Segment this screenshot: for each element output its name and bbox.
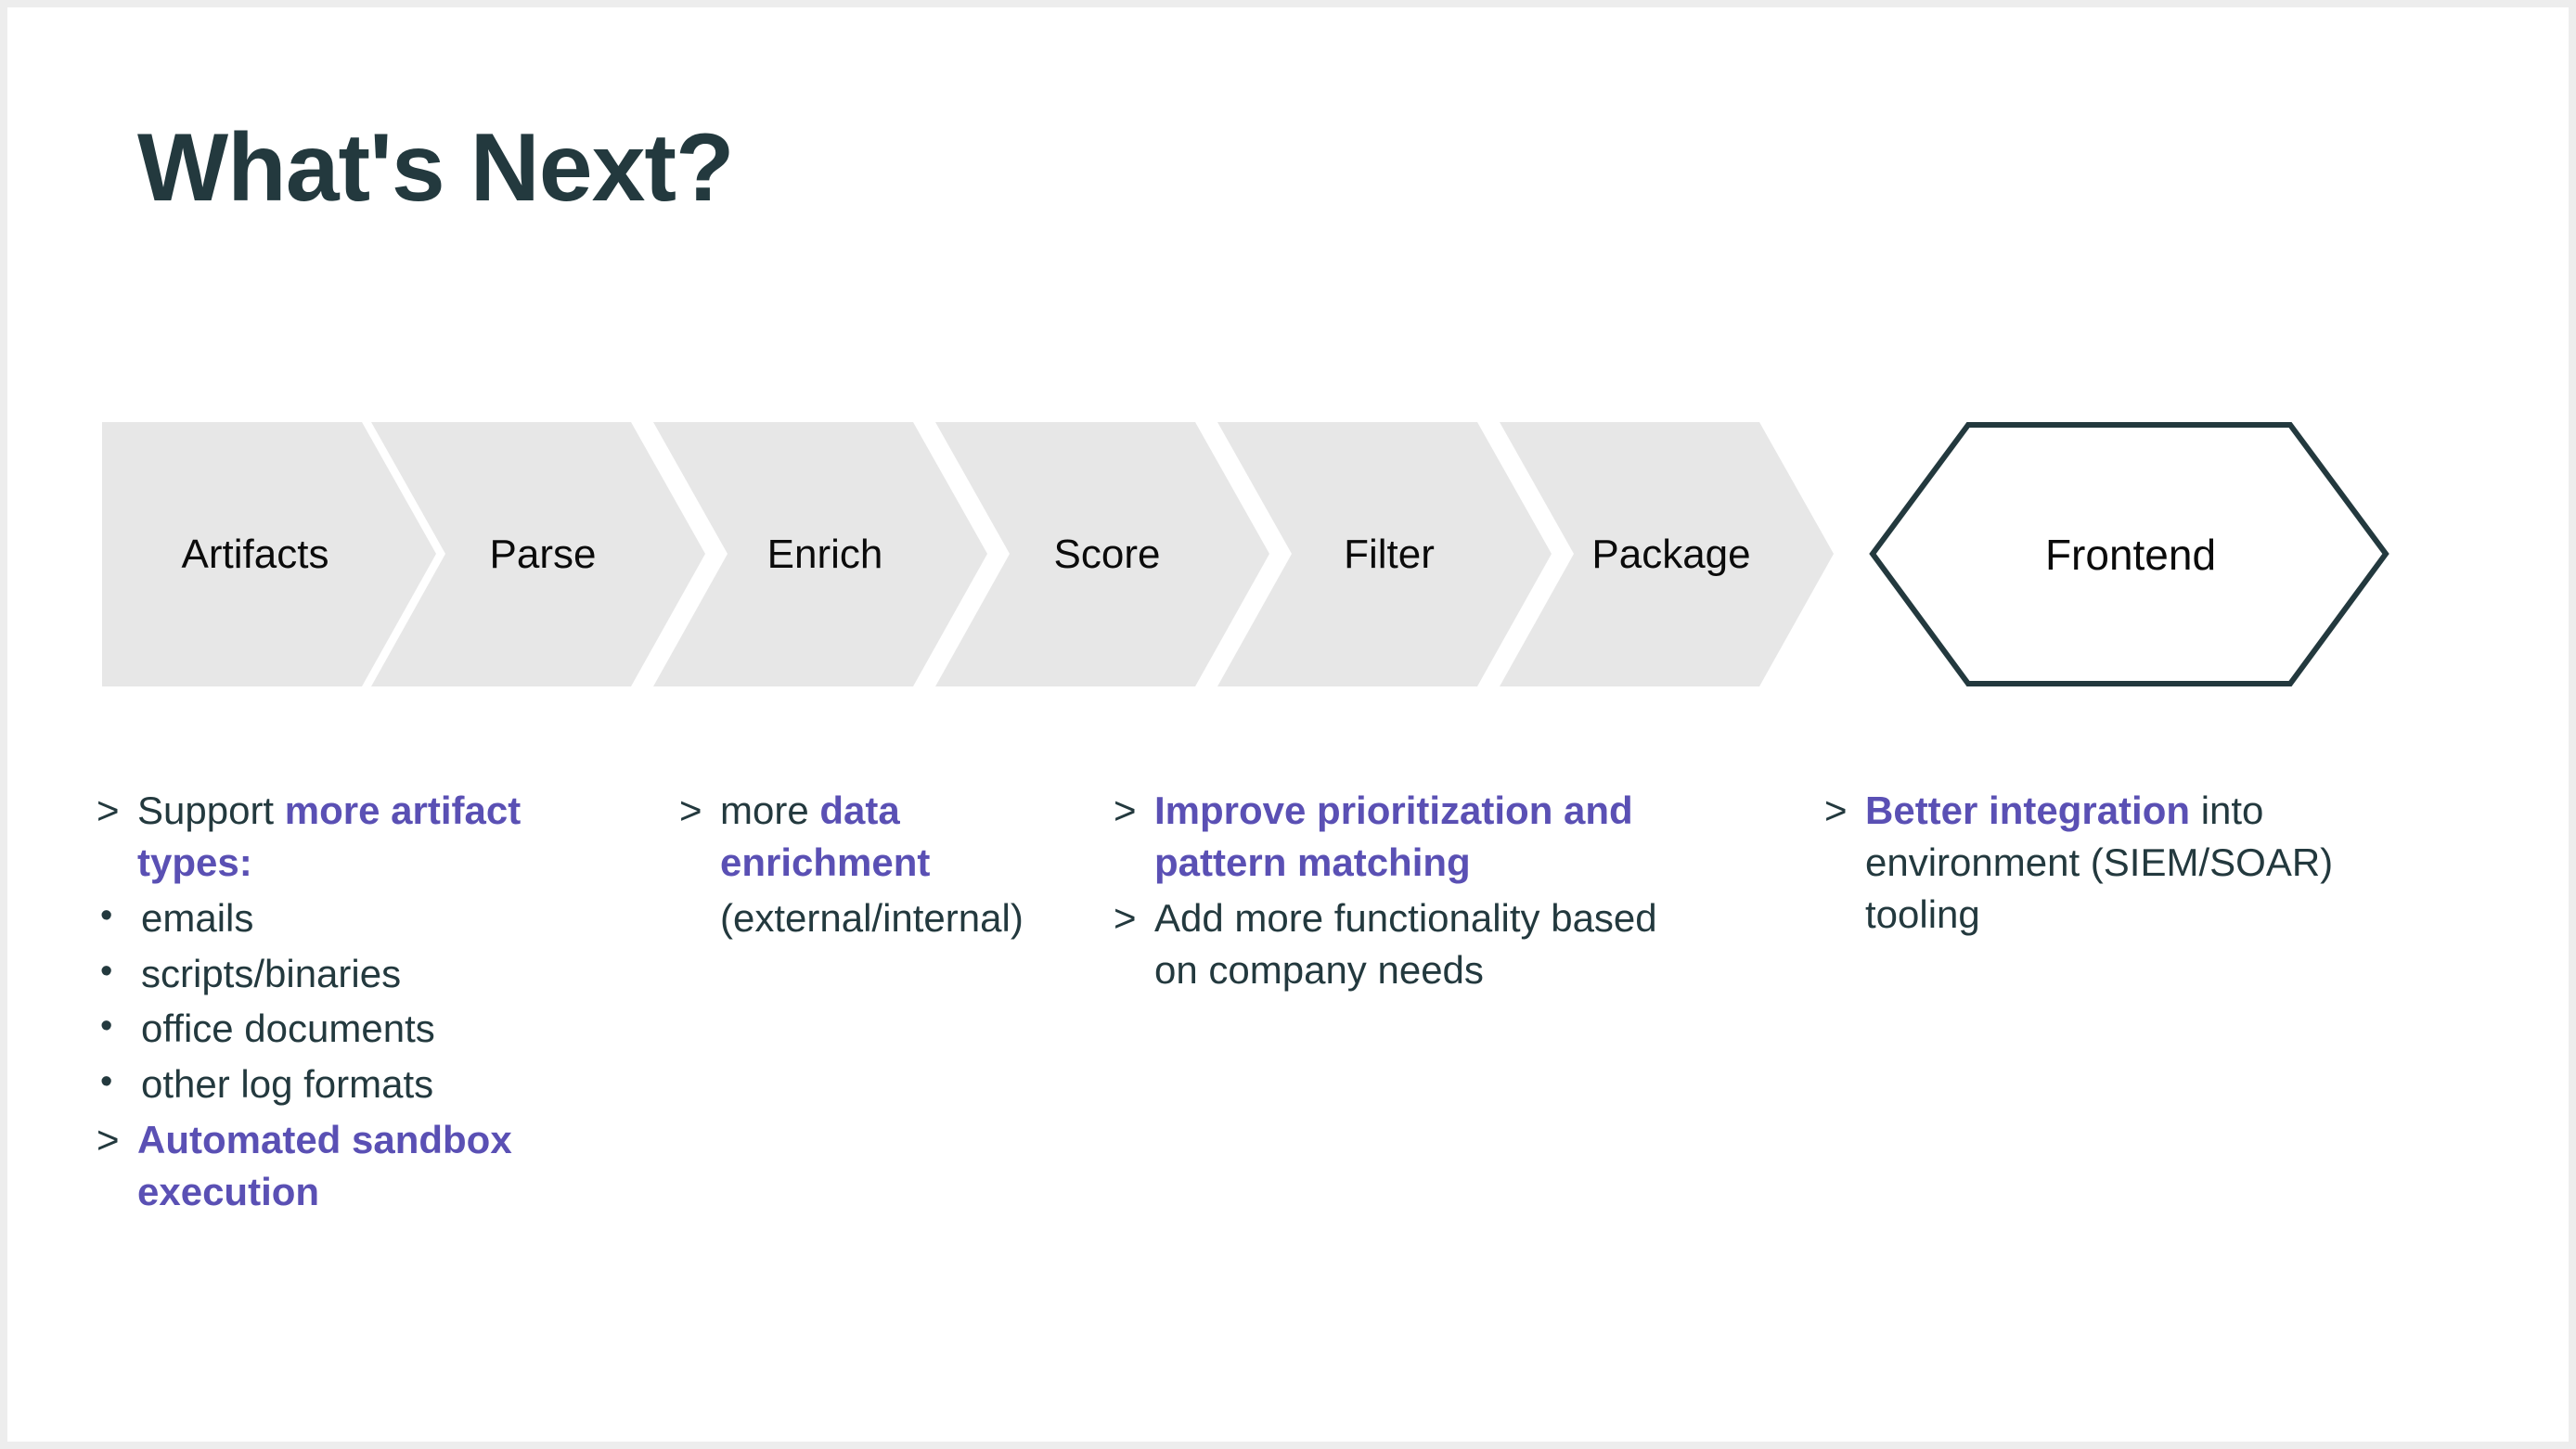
list-item[interactable]: • office documents xyxy=(97,1003,588,1055)
chevron-marker: > xyxy=(1114,789,1137,832)
stage-shape-score[interactable] xyxy=(935,422,1269,686)
list-item-text: more data enrichment xyxy=(720,785,1088,889)
pipeline-diagram: Artifacts Parse Enrich Score Filter Pack… xyxy=(7,422,2569,686)
list-item-text: other log formats xyxy=(141,1062,434,1107)
bullet-dot-icon: • xyxy=(100,895,113,935)
list-item-text: emails xyxy=(141,895,254,940)
chevron-marker: > xyxy=(1114,895,1137,940)
chevron-marker: > xyxy=(97,1118,120,1162)
text-normal: Support xyxy=(137,789,285,832)
chevron-marker: > xyxy=(97,789,120,832)
stage-shape-enrich[interactable] xyxy=(653,422,987,686)
terminal-label-frontend: Frontend xyxy=(2044,530,2217,579)
chevron-marker: > xyxy=(679,789,702,832)
stage-shape-artifacts[interactable] xyxy=(102,422,436,686)
text-highlight: data enrichment xyxy=(720,789,931,884)
list-item[interactable]: > Support more artifact types: xyxy=(97,785,588,889)
text-highlight: more artifact types: xyxy=(137,789,522,884)
list-item-text: Automated sandbox execution xyxy=(137,1118,512,1214)
stage-shape-filter[interactable] xyxy=(1217,422,1552,686)
text-normal: more xyxy=(720,789,820,832)
list-item[interactable]: • scripts/binaries xyxy=(97,948,588,1000)
enrich-column: > more data enrichment (external/interna… xyxy=(679,785,1088,944)
bullet-dot-icon: • xyxy=(100,1062,113,1102)
text-highlight: Better integration xyxy=(1865,789,2191,832)
list-item-continuation: (external/internal) xyxy=(720,895,1024,940)
list-item-text: office documents xyxy=(141,1007,435,1051)
list-item-text: Better integration into environment (SIE… xyxy=(1865,785,2381,941)
list-item[interactable]: > Better integration into environment (S… xyxy=(1824,785,2381,941)
list-item[interactable]: > Improve prioritization and pattern mat… xyxy=(1114,785,1670,889)
list-item[interactable]: • other log formats xyxy=(97,1058,588,1110)
list-item[interactable]: > Automated sandbox execution xyxy=(97,1114,588,1218)
stage-shape-package[interactable] xyxy=(1500,422,1834,686)
bullet-dot-icon: • xyxy=(100,951,113,991)
list-item-text: scripts/binaries xyxy=(141,951,402,995)
list-item[interactable]: > more data enrichment xyxy=(679,785,1088,889)
bullet-dot-icon: • xyxy=(100,1007,113,1046)
chevron-marker: > xyxy=(1824,789,1848,832)
score-filter-column: > Improve prioritization and pattern mat… xyxy=(1114,785,1670,999)
list-item-text: Improve prioritization and pattern match… xyxy=(1154,789,1633,884)
text-normal: into environment (SIEM/SOAR) tooling xyxy=(1865,789,2334,936)
list-item-text: Support more artifact types: xyxy=(137,785,588,889)
artifacts-column: > Support more artifact types: • emails … xyxy=(97,785,588,1222)
page-title: What's Next? xyxy=(137,114,735,222)
list-item[interactable]: > Add more functionality based on compan… xyxy=(1114,892,1670,996)
list-item-text: Add more functionality based on company … xyxy=(1154,895,1657,992)
pipeline-svg xyxy=(102,422,2389,686)
frontend-column: > Better integration into environment (S… xyxy=(1824,785,2381,944)
terminal-shape-frontend[interactable] xyxy=(1869,422,2389,686)
stage-shape-parse[interactable] xyxy=(371,422,705,686)
list-item[interactable]: • emails xyxy=(97,892,588,944)
